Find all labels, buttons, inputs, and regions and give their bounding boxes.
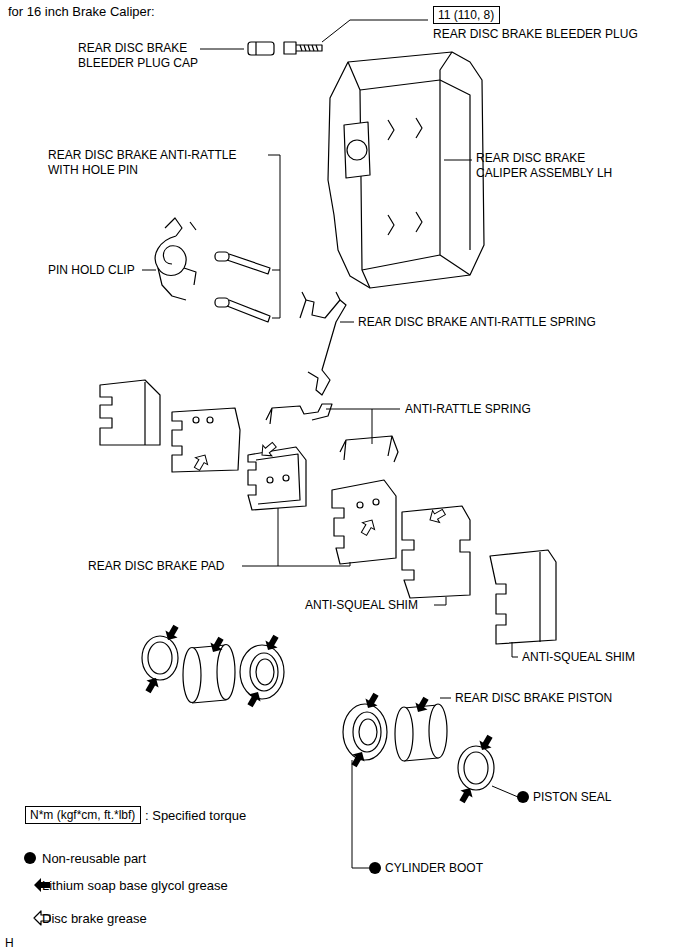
anti-rattle-spring-long bbox=[300, 292, 346, 395]
legend-text: Non-reusable part bbox=[42, 851, 146, 866]
non-reusable-dot bbox=[24, 852, 36, 864]
anti-rattle-spring bbox=[266, 404, 332, 424]
diagram-title: for 16 inch Brake Caliper: bbox=[8, 4, 155, 19]
legend-text: Lithium soap base glycol grease bbox=[42, 878, 228, 893]
legend-text: : Specified torque bbox=[145, 808, 246, 823]
anti-rattle-pins bbox=[215, 252, 270, 322]
pin-hold-clip bbox=[155, 218, 196, 300]
non-reusable-dot bbox=[369, 862, 381, 874]
brake-pad bbox=[332, 480, 396, 564]
brake-pad bbox=[248, 447, 306, 510]
torque-value: N*m (kgf*cm, ft.*lbf) bbox=[30, 808, 136, 822]
piston-seal bbox=[142, 636, 178, 680]
grease-arrows bbox=[142, 439, 496, 805]
part-name: ANTI-SQUEAL SHIM bbox=[522, 650, 635, 665]
part-name: REAR DISC BRAKE PAD bbox=[88, 559, 224, 574]
part-name: PIN HOLD CLIP bbox=[48, 263, 135, 278]
anti-squeal-shim bbox=[100, 380, 160, 445]
torque-value: 11 (110, 8) bbox=[438, 8, 495, 22]
part-name: REAR DISC BRAKE ANTI-RATTLE WITH HOLE PI… bbox=[48, 148, 266, 178]
legend-text: Disc brake grease bbox=[42, 911, 147, 926]
anti-rattle-spring bbox=[340, 436, 398, 462]
part-name: REAR DISC BRAKE BLEEDER PLUG CAP bbox=[78, 41, 210, 71]
piston bbox=[183, 645, 235, 704]
torque-legend-box: N*m (kgf*cm, ft.*lbf) bbox=[25, 806, 141, 824]
piston-seal bbox=[458, 746, 494, 790]
anti-squeal-shim bbox=[172, 408, 240, 472]
bleeder-cap bbox=[248, 42, 274, 55]
part-name: ANTI-SQUEAL SHIM bbox=[305, 598, 418, 613]
part-name: PISTON SEAL bbox=[533, 790, 611, 805]
piston bbox=[395, 704, 447, 761]
cylinder-boot bbox=[240, 645, 284, 699]
part-name: REAR DISC BRAKE ANTI-RATTLE SPRING bbox=[358, 315, 596, 330]
leader-lines bbox=[142, 20, 518, 868]
part-name: REAR DISC BRAKE BLEEDER PLUG bbox=[433, 27, 638, 42]
part-name: REAR DISC BRAKE PISTON bbox=[455, 691, 612, 706]
non-reusable-dot bbox=[517, 791, 529, 803]
torque-box: 11 (110, 8) bbox=[433, 6, 500, 24]
cylinder-boot bbox=[343, 704, 387, 760]
figure-code: H bbox=[5, 936, 14, 951]
bleeder-plug bbox=[284, 42, 322, 54]
part-name: ANTI-RATTLE SPRING bbox=[405, 402, 531, 417]
anti-squeal-shim bbox=[490, 550, 556, 644]
part-name: CYLINDER BOOT bbox=[385, 861, 483, 876]
part-name: REAR DISC BRAKE CALIPER ASSEMBLY LH bbox=[476, 151, 634, 181]
anti-squeal-shim bbox=[402, 506, 470, 598]
caliper-body bbox=[328, 52, 484, 288]
